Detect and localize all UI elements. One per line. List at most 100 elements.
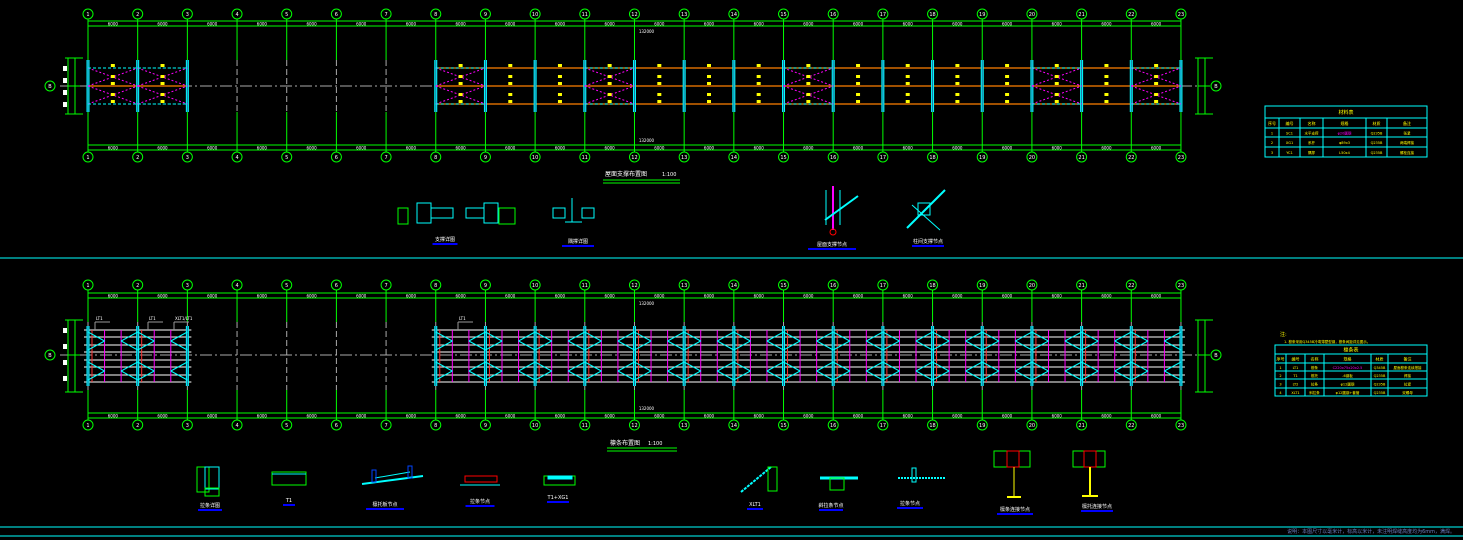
diagonal-tie <box>667 370 685 381</box>
bay-dimension: 6000 <box>1101 22 1112 27</box>
table-cell: 3 <box>1279 383 1281 387</box>
bay-dimension: 6000 <box>1002 414 1013 419</box>
column-bracing-plate <box>911 204 941 231</box>
member-tag <box>955 82 960 85</box>
bay-dimension: 6000 <box>1002 22 1013 27</box>
axis-bubble-top: 20 <box>1029 12 1035 18</box>
bay-dimension: 6000 <box>754 22 765 27</box>
purlin-tag: LT1 <box>96 316 103 321</box>
diagonal-tie <box>683 370 701 381</box>
diagonal-tie <box>932 340 950 351</box>
bay-dimension: 6000 <box>257 146 268 151</box>
axis-bubble-bottom: 13 <box>681 423 687 429</box>
bay-dimension: 6000 <box>1052 294 1063 299</box>
connection-plate <box>397 207 409 225</box>
bay-dimension: 6000 <box>654 414 665 419</box>
diagonal-tie <box>717 331 735 342</box>
axis-bubble-bottom: 4 <box>235 423 238 429</box>
member-tag <box>160 75 165 78</box>
diagonal-tie <box>1081 370 1099 381</box>
axis-bubble-top: 9 <box>484 12 487 18</box>
member-tag <box>756 75 761 78</box>
diagonal-tie <box>832 340 850 351</box>
bay-dimension: 6000 <box>1151 414 1162 419</box>
axis-bubble-top: 3 <box>186 12 189 18</box>
diagonal-tie <box>1114 340 1132 351</box>
bay-dimension: 6000 <box>654 294 665 299</box>
roof-bracing <box>783 85 834 105</box>
roof-bracing <box>87 67 138 87</box>
member-tag <box>160 82 165 85</box>
bay-dimension: 6000 <box>1101 146 1112 151</box>
table-cell: -6钢板 <box>1342 373 1353 378</box>
member-tag <box>1104 75 1109 78</box>
diagonal-tie <box>866 340 884 351</box>
diagonal-tie <box>634 340 652 351</box>
table-header: 序号 <box>1268 120 1276 126</box>
axis-bubble-top: 17 <box>880 283 886 289</box>
purlin-tag: LT1 <box>459 316 466 321</box>
bay-dimension: 6000 <box>207 146 218 151</box>
diagonal-tie <box>87 361 105 372</box>
bay-dimension: 6000 <box>1052 22 1063 27</box>
member-tag <box>905 93 910 96</box>
table-cell: 张紧 <box>1404 131 1412 136</box>
diagonal-tie <box>137 361 155 372</box>
diagonal-tie <box>435 331 453 342</box>
diagonal-tie <box>816 340 834 351</box>
axis-bubble-top: 18 <box>929 283 935 289</box>
member-tag <box>657 64 662 67</box>
bay-dimension: 6000 <box>1151 22 1162 27</box>
axis-bubble-top: 1 <box>86 12 89 18</box>
member-tag <box>856 93 861 96</box>
bay-dimension: 6000 <box>207 22 218 27</box>
table-cell: 两端焊接 <box>1400 140 1415 145</box>
member-tag <box>1005 100 1010 103</box>
diagonal-tie <box>1081 340 1099 351</box>
table-cell: 拉紧 <box>1404 382 1412 387</box>
diagonal-tie <box>882 370 900 381</box>
member-tag <box>955 93 960 96</box>
bay-dimension: 6000 <box>108 414 119 419</box>
member-tag <box>508 64 513 67</box>
table-cell: φ89x3 <box>1339 141 1350 145</box>
axis-bubble-bottom: 9 <box>484 423 487 429</box>
member-tag <box>160 100 165 103</box>
table-header: 名称 <box>1311 356 1319 362</box>
table-cell: 水平支撑 <box>1305 131 1320 136</box>
diagonal-tie <box>816 370 834 381</box>
table-cell: Q235B <box>1374 374 1386 378</box>
connection-node <box>483 202 499 224</box>
roof-bracing <box>435 85 486 105</box>
diagonal-tie <box>634 361 652 372</box>
roof-bracing <box>783 67 834 87</box>
purlin-slope <box>374 471 411 479</box>
axis-bubble-top: 21 <box>1078 283 1084 289</box>
roof-bracing <box>783 67 834 87</box>
diagonal-tie <box>717 340 735 351</box>
table-header: 名称 <box>1308 120 1316 126</box>
bay-dimension: 6000 <box>754 414 765 419</box>
member-tag <box>756 93 761 96</box>
bay-dimension: 6000 <box>207 294 218 299</box>
diagonal-tie-plate <box>767 466 778 492</box>
side-dimension-text <box>63 78 67 83</box>
bay-dimension: 6000 <box>505 22 516 27</box>
diagonal-tie <box>1031 331 1049 342</box>
member-tag <box>905 75 910 78</box>
diagonal-tie <box>120 331 138 342</box>
axis-bubble-bottom: 16 <box>830 423 836 429</box>
axis-bubble-bottom: 17 <box>880 155 886 161</box>
axis-bubble-bottom: 11 <box>582 155 588 161</box>
axis-bubble-bottom: 13 <box>681 155 687 161</box>
diagonal-tie <box>485 361 503 372</box>
bay-dimension: 6000 <box>555 414 566 419</box>
roof-bracing <box>1031 67 1082 87</box>
row-axis-bubble-left-circle <box>44 80 56 92</box>
knee-brace-node <box>552 207 566 219</box>
diagonal-tie <box>915 331 933 342</box>
bay-dimension: 6000 <box>257 414 268 419</box>
member-tag <box>707 93 711 96</box>
diagonal-tie <box>518 340 536 351</box>
